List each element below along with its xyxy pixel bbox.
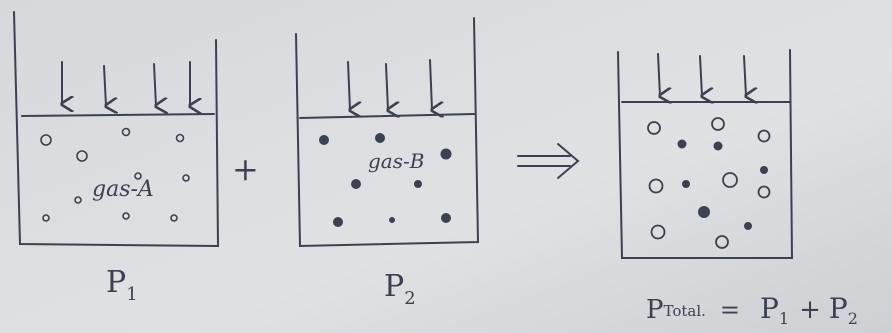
implies-arrow bbox=[517, 143, 580, 179]
arrow-down-icon bbox=[657, 53, 660, 96]
arrow-down-icon bbox=[347, 61, 350, 110]
arrow-down-icon bbox=[743, 55, 746, 96]
gas-molecule bbox=[682, 180, 690, 188]
arrow-down-icon bbox=[385, 63, 388, 110]
gas-molecule bbox=[74, 196, 82, 204]
gas-molecule bbox=[715, 235, 729, 249]
gas-molecule bbox=[757, 185, 771, 199]
gas-molecule bbox=[351, 179, 361, 189]
arrow-down-icon bbox=[699, 55, 702, 96]
gas-molecule bbox=[170, 214, 178, 222]
gas-molecule bbox=[375, 133, 385, 143]
gas-molecule bbox=[441, 213, 451, 223]
gas-molecule bbox=[40, 134, 52, 146]
container-1 bbox=[13, 11, 220, 248]
container-3 bbox=[617, 49, 794, 259]
gas-molecule bbox=[648, 178, 664, 194]
gas-molecule bbox=[722, 172, 738, 188]
arrow-down-icon bbox=[429, 59, 432, 110]
gas-b-label: gas-B bbox=[368, 149, 424, 173]
container-1-molecules bbox=[40, 127, 190, 222]
container-1-piston bbox=[21, 113, 215, 117]
container-2-pressure-arrows bbox=[347, 59, 432, 110]
gas-molecule bbox=[744, 222, 752, 230]
container-2 bbox=[295, 17, 480, 248]
gas-molecule bbox=[711, 117, 725, 131]
gas-molecule bbox=[677, 139, 687, 149]
gas-molecule bbox=[319, 135, 329, 145]
gas-molecule bbox=[440, 148, 452, 160]
p1-label: P1 bbox=[106, 265, 138, 305]
container-3-molecules-a bbox=[647, 117, 771, 249]
gas-molecule bbox=[134, 172, 142, 180]
container-3-pressure-arrows bbox=[657, 53, 746, 96]
gas-a-label: gas-A bbox=[92, 177, 154, 202]
gas-molecule bbox=[414, 180, 422, 188]
gas-molecule bbox=[713, 141, 723, 151]
container-2-molecules bbox=[319, 133, 452, 227]
gas-molecule bbox=[122, 212, 130, 220]
gas-molecule bbox=[333, 217, 343, 227]
gas-molecule bbox=[698, 206, 710, 218]
container-1-walls bbox=[13, 11, 220, 248]
container-3-molecules-b bbox=[677, 139, 768, 230]
p2-label: P2 bbox=[384, 269, 416, 309]
gas-molecule bbox=[650, 224, 666, 240]
container-2-walls bbox=[295, 17, 480, 248]
gas-molecule bbox=[757, 129, 771, 143]
container-1-pressure-arrows bbox=[62, 61, 190, 106]
arrow-down-icon bbox=[153, 63, 156, 106]
arrow-down-icon bbox=[103, 65, 106, 106]
total-pressure-equation: PTotal.=P1+P2 bbox=[646, 292, 858, 328]
gas-molecule bbox=[182, 174, 190, 182]
gas-molecule bbox=[647, 121, 661, 135]
gas-molecule bbox=[175, 133, 185, 143]
gas-molecule bbox=[121, 127, 131, 137]
gas-molecule bbox=[760, 166, 768, 174]
gas-molecule bbox=[42, 214, 50, 222]
plus-sign: + bbox=[232, 150, 259, 188]
gas-molecule bbox=[76, 150, 88, 162]
gas-molecule bbox=[389, 217, 395, 223]
container-3-walls bbox=[617, 49, 794, 259]
